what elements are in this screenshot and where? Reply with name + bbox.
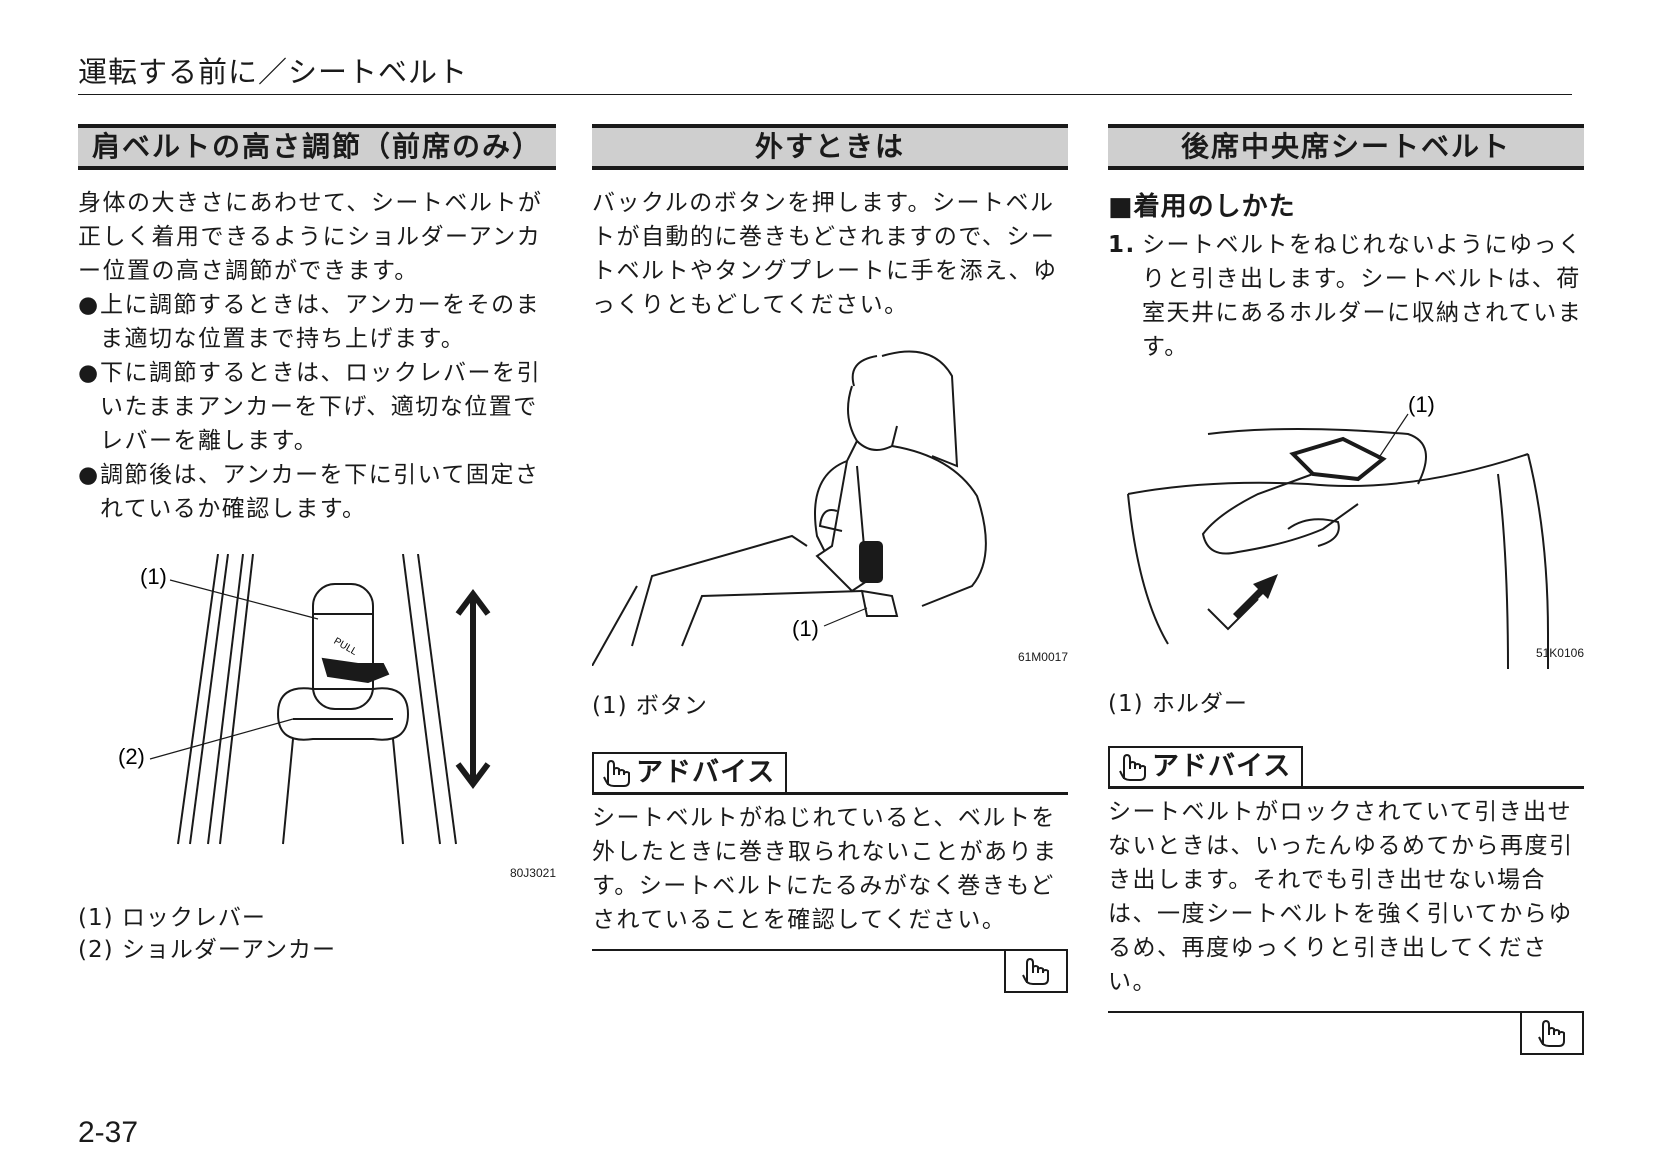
pointing-hand-icon <box>1538 1019 1565 1047</box>
pull-label: PULL <box>332 636 360 658</box>
figure-label-1: (1) <box>792 616 819 641</box>
pointing-hand-icon <box>1022 957 1049 985</box>
figure-label-1: (1) <box>140 564 167 589</box>
advice-end-box <box>1520 1013 1584 1055</box>
figure-caption: (1) ボタン <box>592 693 708 719</box>
section-shoulder-belt-height: 肩ベルトの高さ調節（前席のみ） 身体の大きさにあわせて、シートベルトが正しく着用… <box>78 124 556 966</box>
bullet-dot-icon: ● <box>78 360 100 386</box>
pointing-hand-icon <box>603 759 630 787</box>
page-number: 2-37 <box>78 1116 139 1149</box>
roof-holder-illustration: (1) <box>1127 392 1549 669</box>
advice-end-marker <box>592 951 1068 997</box>
section-intro: 身体の大きさにあわせて、シートベルトが正しく着用できるようにショルダーアンカー位… <box>78 190 543 284</box>
shoulder-anchor-illustration: PULL (1) (2) <box>118 554 491 845</box>
advice-text: シートベルトがねじれていると、ベルトを外したときに巻き取られないことがあります。… <box>592 792 1068 951</box>
bullet-dot-icon: ● <box>78 292 100 318</box>
figure-code: 61M0017 <box>1017 650 1068 664</box>
page-header: 運転する前に／シートベルト <box>78 52 1572 95</box>
advice-box: アドバイス シートベルトがロックされていて引き出せないときは、いったんゆるめてか… <box>1108 746 1584 1059</box>
step-item: 1. シートベルトをねじれないようにゆっくりと引き出します。シートベルトは、荷室… <box>1108 228 1584 364</box>
bullet-item: ●上に調節するときは、アンカーをそのまま適切な位置まで持ち上げます。 <box>78 288 556 356</box>
advice-label: アドバイス <box>592 752 788 792</box>
figure-code: 51K0106 <box>1535 646 1584 660</box>
advice-end-box <box>1004 951 1068 993</box>
section-release: 外すときは バックルのボタンを押します。シートベルトが自動的に巻きもどされますの… <box>592 124 1068 997</box>
bullet-item: ●下に調節するときは、ロックレバーを引いたままアンカーを下げ、適切な位置でレバー… <box>78 356 556 458</box>
advice-end-marker <box>1108 1013 1584 1059</box>
figure-caption: (1) ロックレバー <box>78 905 266 931</box>
advice-text: シートベルトがロックされていて引き出せないときは、いったんゆるめてから再度引き出… <box>1108 786 1584 1013</box>
section-title: 肩ベルトの高さ調節（前席のみ） <box>78 124 556 170</box>
bullet-dot-icon: ● <box>78 462 100 488</box>
buckle-release-illustration: (1) <box>592 350 987 666</box>
figure-caption: (2) ショルダーアンカー <box>78 937 337 963</box>
bullet-item: ●調節後は、アンカーを下に引いて固定されているか確認します。 <box>78 458 556 526</box>
figure-caption: (1) ホルダー <box>1108 691 1248 717</box>
figure-buckle-release: (1) 61M0017 <box>592 346 1068 686</box>
step-text: シートベルトをねじれないようにゆっくりと引き出します。シートベルトは、荷室天井に… <box>1142 232 1583 360</box>
step-number: 1. <box>1108 232 1136 258</box>
sub-heading: ■着用のしかた <box>1108 192 1296 222</box>
figure-label-1: (1) <box>1408 392 1435 417</box>
section-title: 後席中央席シートベルト <box>1108 124 1584 170</box>
figure-label-2: (2) <box>118 744 145 769</box>
figure-code: 80J3021 <box>509 866 556 880</box>
figure-holder: (1) 51K0106 <box>1108 384 1584 684</box>
section-title: 外すときは <box>592 124 1068 170</box>
pointing-hand-icon <box>1119 753 1146 781</box>
advice-label: アドバイス <box>1108 746 1304 786</box>
figure-shoulder-anchor: PULL (1) (2) 80J3021 <box>78 554 556 884</box>
advice-box: アドバイス シートベルトがねじれていると、ベルトを外したときに巻き取られないこと… <box>592 752 1068 997</box>
section-rear-center-belt: 後席中央席シートベルト ■着用のしかた 1. シートベルトをねじれないようにゆっ… <box>1108 124 1584 1059</box>
section-intro: バックルのボタンを押します。シートベルトが自動的に巻きもどされますので、シートベ… <box>592 190 1058 318</box>
